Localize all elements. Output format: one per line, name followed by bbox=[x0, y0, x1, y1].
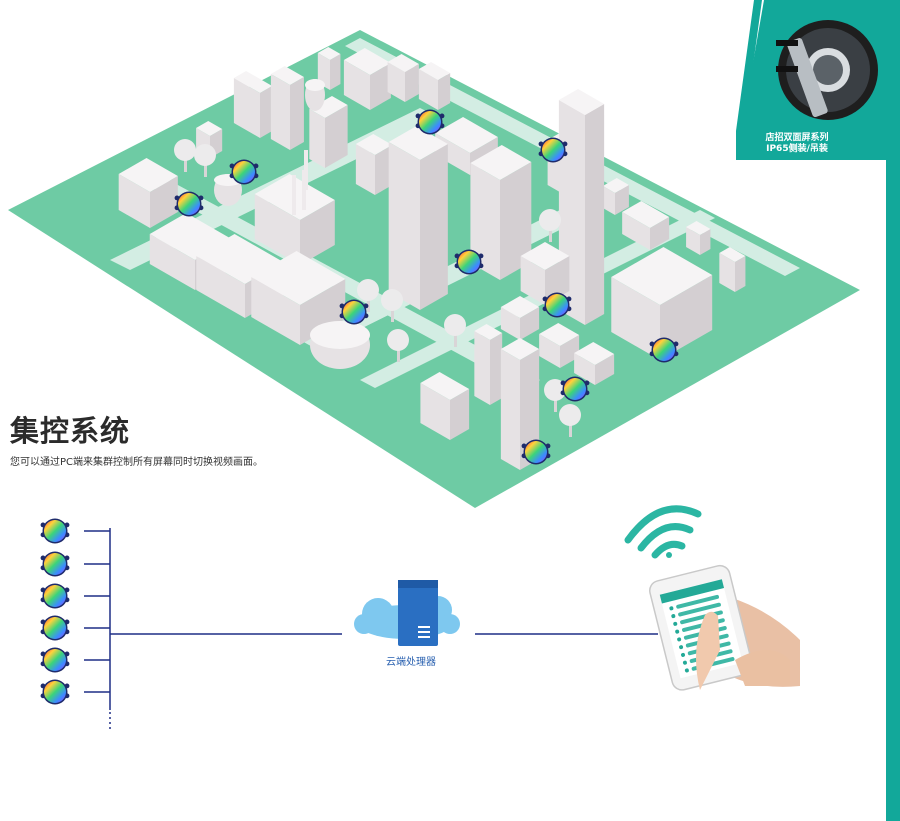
tree bbox=[559, 404, 581, 437]
round-screen-icon bbox=[560, 376, 590, 402]
building bbox=[309, 96, 348, 168]
tree bbox=[387, 329, 409, 362]
city-buildings bbox=[118, 47, 746, 470]
phone-list-dot bbox=[679, 645, 684, 650]
building bbox=[118, 158, 178, 228]
wifi-icon bbox=[624, 505, 702, 559]
badge-line-1: 店招双面屏系列 bbox=[765, 133, 829, 143]
round-screen-icon bbox=[649, 337, 679, 363]
tree bbox=[544, 379, 566, 412]
phone-list-row bbox=[683, 626, 727, 640]
phone-list-row bbox=[676, 594, 719, 609]
phone-list-row bbox=[689, 649, 733, 663]
round-screen-icon bbox=[415, 109, 445, 135]
round-screen-icon bbox=[454, 249, 484, 275]
phone-in-hand bbox=[649, 564, 800, 691]
phone-list-dot bbox=[682, 660, 687, 665]
tree bbox=[444, 314, 466, 347]
product-badge bbox=[736, 0, 900, 160]
phone-list-row bbox=[687, 641, 731, 656]
right-accent-bar bbox=[886, 160, 900, 821]
building bbox=[418, 62, 451, 110]
phone-list-row bbox=[681, 618, 725, 632]
phone-list-row bbox=[685, 633, 729, 648]
building bbox=[387, 54, 419, 102]
building bbox=[622, 201, 670, 250]
building bbox=[388, 126, 448, 310]
building bbox=[343, 48, 391, 110]
tree bbox=[381, 289, 403, 322]
round-screen-icon bbox=[40, 615, 70, 641]
phone-list-dot bbox=[681, 652, 686, 657]
building bbox=[686, 221, 711, 255]
tree bbox=[539, 209, 561, 242]
building bbox=[500, 338, 540, 470]
phone-list-row bbox=[691, 657, 735, 671]
section-subtitle: 您可以通过PC端来集群控制所有屏幕同时切换视频画面。 bbox=[10, 457, 264, 468]
building bbox=[420, 372, 470, 440]
building bbox=[251, 251, 346, 345]
round-structure bbox=[305, 79, 325, 111]
building bbox=[611, 247, 713, 360]
building bbox=[270, 66, 304, 150]
round-screen-icon bbox=[40, 647, 70, 673]
building bbox=[233, 71, 273, 138]
building bbox=[602, 178, 629, 215]
phone-list-dot bbox=[684, 668, 689, 673]
phone-list-dot bbox=[675, 629, 680, 634]
round-screen-icon bbox=[538, 137, 568, 163]
screen-markers bbox=[174, 109, 679, 465]
round-screen-icon bbox=[40, 551, 70, 577]
round-screen-icon bbox=[229, 159, 259, 185]
phone-list-row bbox=[680, 610, 723, 625]
building bbox=[520, 242, 570, 305]
building bbox=[470, 145, 532, 280]
phone-list-row bbox=[678, 602, 721, 617]
round-screen-icon bbox=[40, 583, 70, 609]
round-structure bbox=[310, 321, 370, 369]
badge-text: 店招双面屏系列 IP65侧装/吊装 bbox=[742, 133, 852, 155]
building bbox=[719, 247, 746, 292]
building bbox=[355, 134, 393, 195]
phone-list-dot bbox=[673, 621, 678, 626]
phone-list-dot bbox=[677, 637, 682, 642]
building bbox=[574, 342, 615, 385]
round-screen-icon bbox=[339, 299, 369, 325]
tree bbox=[174, 139, 196, 172]
city-illustration bbox=[8, 30, 860, 508]
chimney bbox=[292, 175, 296, 215]
round-screen-icon bbox=[521, 439, 551, 465]
building bbox=[474, 324, 503, 405]
round-structure bbox=[214, 174, 242, 206]
round-screen-icon bbox=[40, 679, 70, 705]
phone-list-dot bbox=[669, 606, 674, 611]
round-screen-icon bbox=[542, 292, 572, 318]
screen-list bbox=[40, 518, 110, 705]
chimney bbox=[304, 150, 308, 190]
tree bbox=[357, 279, 379, 312]
cloud-processor-label: 云端处理器 bbox=[386, 657, 436, 668]
cloud-server-icon bbox=[354, 580, 460, 646]
tree bbox=[194, 144, 216, 177]
round-screen-icon bbox=[40, 518, 70, 544]
building bbox=[500, 296, 540, 340]
section-title: 集控系统 bbox=[10, 414, 131, 448]
badge-line-2: IP65侧装/吊装 bbox=[766, 144, 828, 154]
round-screen-icon bbox=[174, 191, 204, 217]
phone-list-dot bbox=[671, 614, 676, 619]
